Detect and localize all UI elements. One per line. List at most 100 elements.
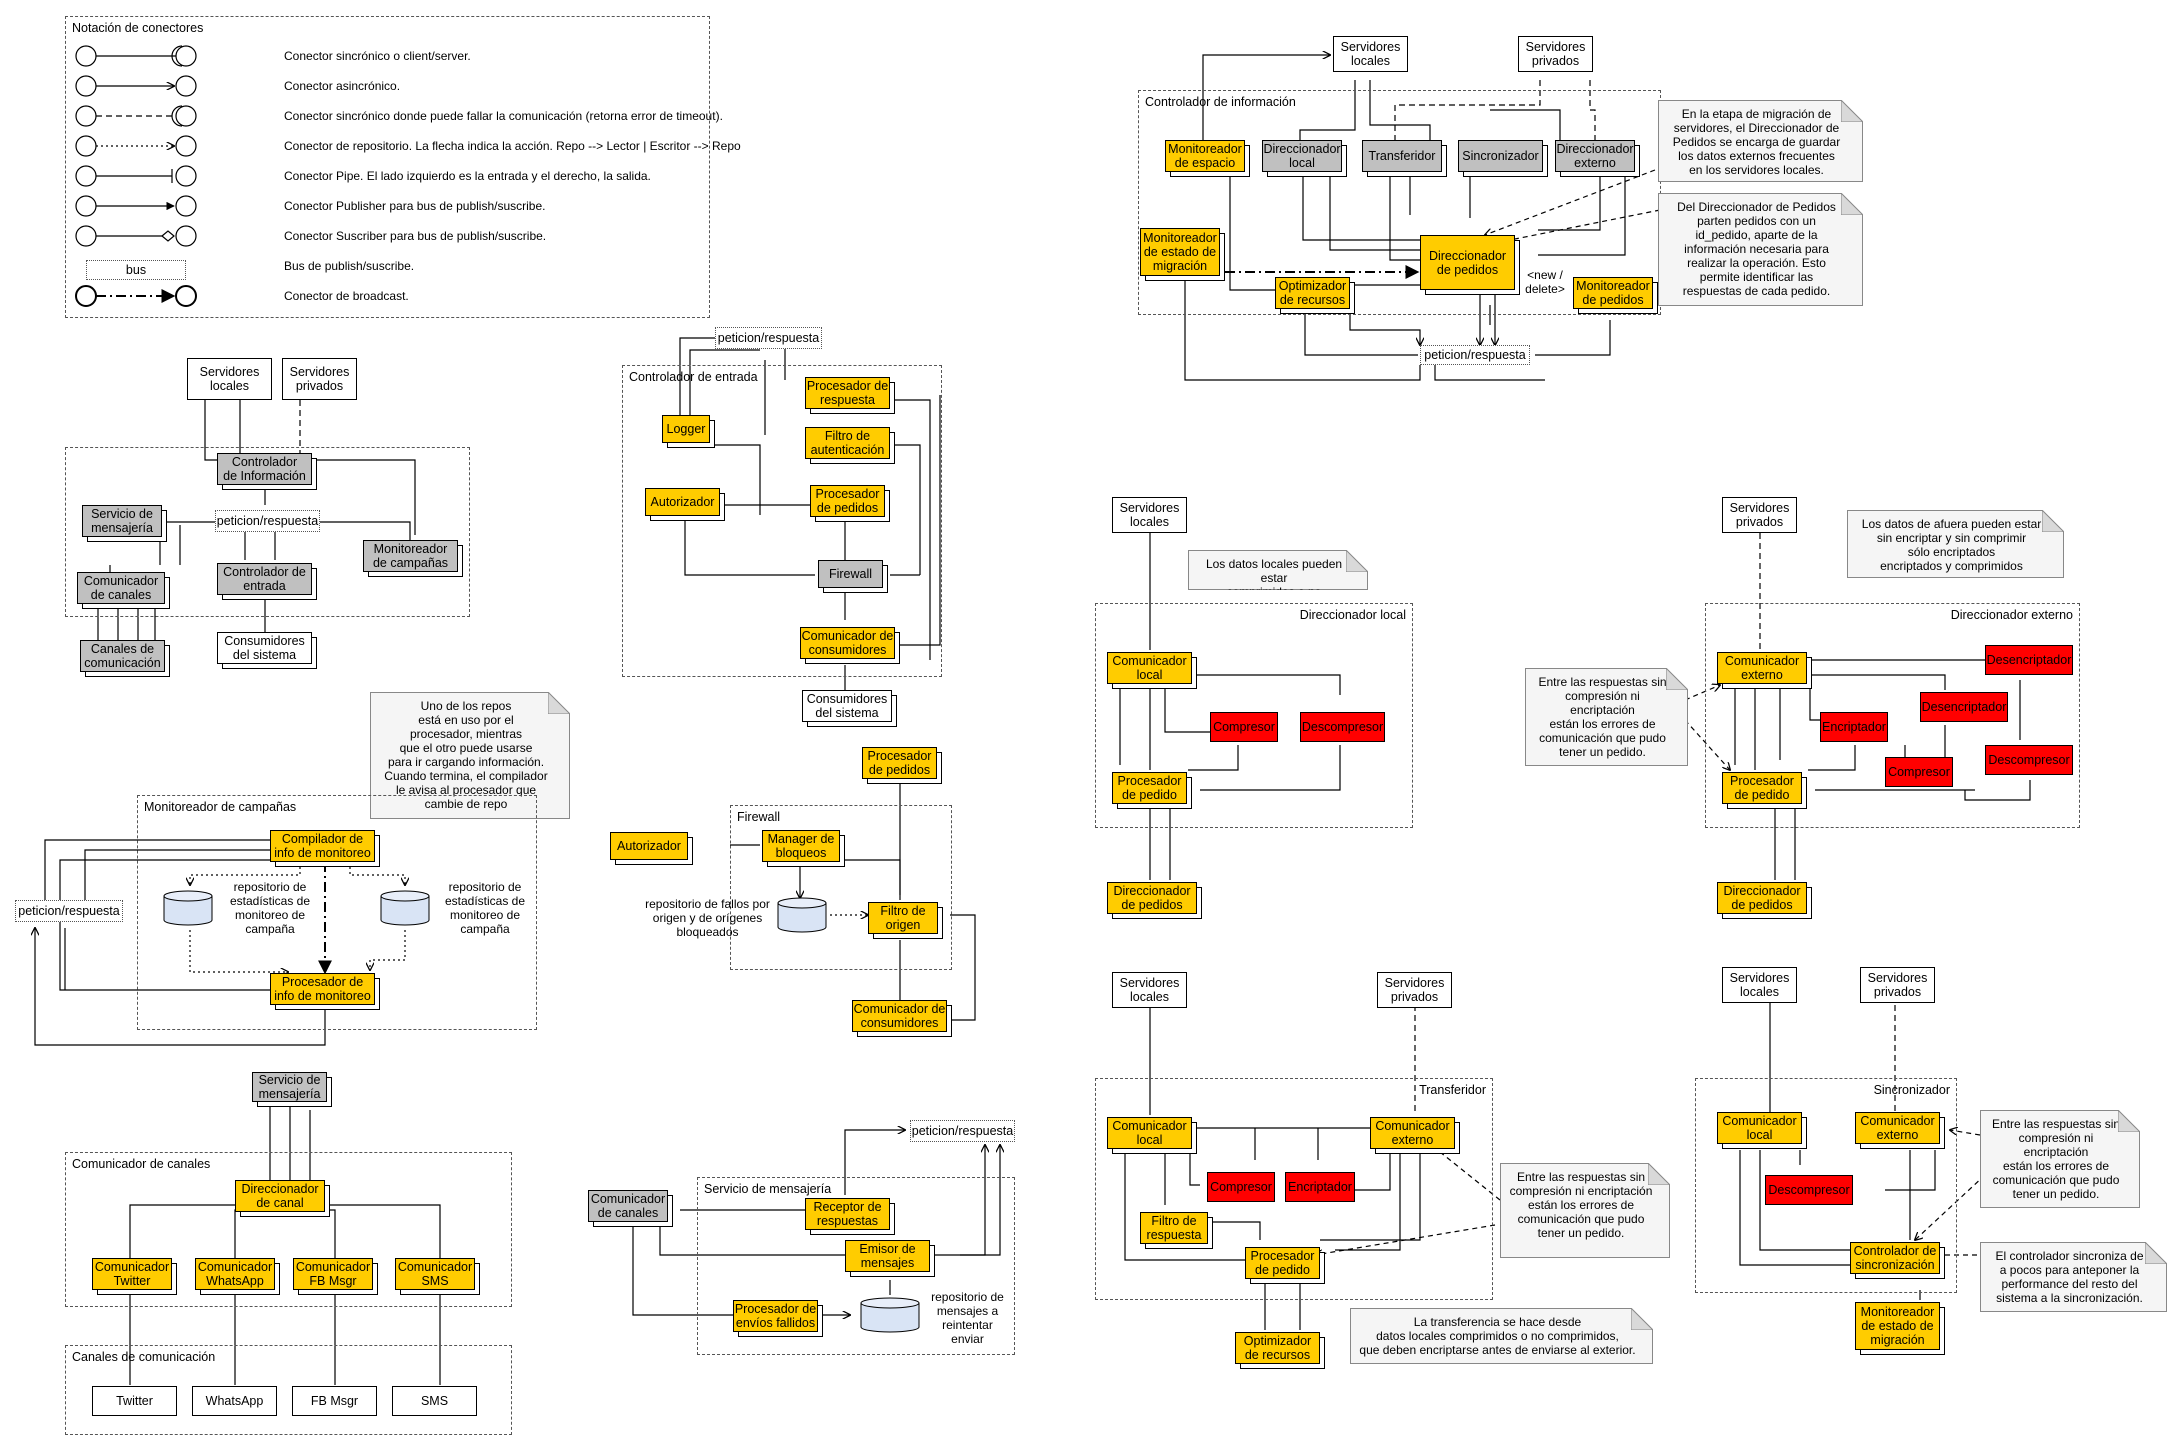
mensajeria-comunicador: Comunicador de canales xyxy=(588,1190,668,1222)
campanas-repo1-label: repositorio de estadísticas de monitoreo… xyxy=(229,880,311,936)
campanas-title: Monitoreador de campañas xyxy=(144,800,297,814)
info-title: Controlador de información xyxy=(1145,95,1296,109)
dirlocal-container: Direccionador local xyxy=(1095,603,1413,828)
overview-consumidores: Consumidores del sistema xyxy=(217,632,312,664)
overview-wires xyxy=(97,400,416,640)
canal-whatsapp: WhatsApp xyxy=(192,1386,277,1416)
info-monitoreador-pedidos: Monitoreador de pedidos xyxy=(1573,277,1653,309)
campanas-container: Monitoreador de campañas xyxy=(137,795,537,1030)
info-servidores-privados: Servidores privados xyxy=(1518,36,1593,72)
legend-item-publisher: Conector Publisher para bus de publish/s… xyxy=(72,197,712,217)
transferidor-compresor: Compresor xyxy=(1207,1172,1275,1202)
firewall-manager: Manager de bloqueos xyxy=(762,830,840,862)
overview-servicio-mensajeria: Servicio de mensajería xyxy=(82,505,162,537)
overview-monitoreador-campanas: Monitoreador de campañas xyxy=(363,540,458,572)
info-sincronizador: Sincronizador xyxy=(1458,140,1543,172)
canales-comunicador-twitter: Comunicador Twitter xyxy=(92,1258,172,1290)
overview-bus: peticion/respuesta xyxy=(215,510,320,532)
legend-text: Conector de broadcast. xyxy=(284,289,409,303)
dirlocal-wires xyxy=(1119,533,1341,880)
legend-item-async: Conector asincrónico. xyxy=(72,77,712,97)
direxterno-compresor: Compresor xyxy=(1885,757,1953,787)
legend-item-broadcast: Conector de broadcast. xyxy=(72,287,712,307)
sincronizador-wires xyxy=(1739,990,1936,1300)
entrada-firewall: Firewall xyxy=(818,560,883,588)
overview-comunicador-canales: Comunicador de canales xyxy=(77,572,165,604)
entrada-autorizador: Autorizador xyxy=(645,488,720,516)
info-bus: peticion/respuesta xyxy=(1420,345,1530,365)
transferidor-note-bottom: La transferencia se hace desde datos loc… xyxy=(1350,1308,1653,1364)
campanas-repo2-icon xyxy=(380,890,430,926)
firewall-repo-label: repositorio de fallos por origen y de or… xyxy=(645,897,770,939)
info-note-1: En la etapa de migración de servidores, … xyxy=(1658,100,1863,182)
info-monitoreador-migracion: Monitoreador de estado de migración xyxy=(1140,228,1220,276)
legend-text: Conector de repositorio. La flecha indic… xyxy=(284,139,741,153)
mensajeria-bus: peticion/respuesta xyxy=(910,1120,1015,1142)
direxterno-descompresor: Descompresor xyxy=(1985,745,2073,775)
entrada-container: Controlador de entrada xyxy=(622,365,942,677)
mensajeria-title: Servicio de mensajería xyxy=(704,1182,832,1196)
canales-comunicador-whatsapp: Comunicador WhatsApp xyxy=(195,1258,275,1290)
canales-direccionador: Direccionador de canal xyxy=(235,1180,325,1212)
direxterno-servidores: Servidores privados xyxy=(1722,497,1797,533)
entrada-logger: Logger xyxy=(662,415,710,443)
firewall-procesador-pedidos: Procesador de pedidos xyxy=(862,747,937,779)
info-note-2: Del Direccionador de Pedidos parten pedi… xyxy=(1658,193,1863,306)
legend-connectors xyxy=(75,45,197,307)
info-optimizador: Optimizador de recursos xyxy=(1275,277,1350,309)
overview-servidores-privados: Servidores privados xyxy=(282,358,357,400)
firewall-autorizador: Autorizador xyxy=(610,832,688,860)
canales-servicio: Servicio de mensajería xyxy=(252,1072,327,1102)
dirlocal-note: Los datos locales pueden estar comprimid… xyxy=(1188,550,1368,590)
dirlocal-servidores: Servidores locales xyxy=(1112,497,1187,533)
direxterno-direccionador-pedidos: Direccionador de pedidos xyxy=(1717,882,1807,914)
legend-item-repo: Conector de repositorio. La flecha indic… xyxy=(72,137,741,157)
info-transferidor: Transferidor xyxy=(1362,140,1442,172)
transferidor-container: Transferidor xyxy=(1095,1078,1493,1300)
transferidor-note-right: Entre las respuestas sin compresión ni e… xyxy=(1500,1163,1670,1258)
direxterno-desencriptador-2: Desencriptador xyxy=(1920,692,2008,722)
campanas-wires xyxy=(35,839,405,1046)
sincronizador-note-1: Entre las respuestas sin compresión ni e… xyxy=(1980,1110,2140,1208)
dirlocal-compresor: Compresor xyxy=(1210,712,1278,742)
transferidor-servidores-privados: Servidores privados xyxy=(1377,972,1452,1008)
campanas-bus: peticion/respuesta xyxy=(15,900,123,922)
legend-text: Conector Suscriber para bus de publish/s… xyxy=(284,229,547,243)
sincronizador-comunicador-local: Comunicador local xyxy=(1717,1112,1802,1144)
entrada-bus: peticion/respuesta xyxy=(715,327,822,349)
firewall-title: Firewall xyxy=(737,810,781,824)
legend-bus-sample: bus xyxy=(86,260,186,280)
sincronizador-servidores-privados: Servidores privados xyxy=(1860,967,1935,1003)
firewall-container: Firewall xyxy=(730,805,952,970)
entrada-filtro-autenticacion: Filtro de autenticación xyxy=(805,427,890,459)
direxterno-procesador: Procesador de pedido xyxy=(1722,772,1802,804)
mensajeria-emisor: Emisor de mensajes xyxy=(845,1240,930,1272)
info-wires xyxy=(1184,55,1626,381)
direxterno-title: Direccionador externo xyxy=(1950,608,2073,622)
campanas-repo1-icon xyxy=(163,890,213,926)
dirlocal-comunicador: Comunicador local xyxy=(1107,652,1192,684)
canales-comunicacion-container: Canales de comunicación xyxy=(65,1345,512,1435)
sincronizador-container: Sincronizador xyxy=(1695,1078,1957,1293)
firewall-filtro: Filtro de origen xyxy=(868,902,938,934)
sincronizador-servidores-locales: Servidores locales xyxy=(1722,967,1797,1003)
campanas-procesador: Procesador de info de monitoreo xyxy=(270,973,375,1005)
legend-title: Notación de conectores xyxy=(72,21,204,35)
direxterno-desencriptador-1: Desencriptador xyxy=(1985,645,2073,675)
direxterno-note-left: Entre las respuestas sin compresión ni e… xyxy=(1525,668,1688,766)
overview-controlador-informacion: Controlador de Información xyxy=(217,453,312,485)
sincronizador-monitoreador: Monitoreador de estado de migración xyxy=(1855,1302,1940,1350)
transferidor-comunicador-local: Comunicador local xyxy=(1107,1117,1192,1149)
dirlocal-procesador: Procesador de pedido xyxy=(1112,772,1187,804)
legend-panel: Notación de conectores xyxy=(65,16,710,318)
transferidor-optimizador: Optimizador de recursos xyxy=(1235,1332,1320,1364)
mensajeria-wires xyxy=(632,1130,1000,1315)
mensajeria-repo-label: repositorio de mensajes a reintentar env… xyxy=(931,1290,1004,1346)
legend-item-sync: Conector sincrónico o client/server. xyxy=(72,47,712,67)
legend-text: Conector Pipe. El lado izquierdo es la e… xyxy=(284,169,651,183)
sincronizador-note-2: El controlador sincroniza de a pocos par… xyxy=(1980,1242,2167,1312)
sincronizador-descompresor: Descompresor xyxy=(1765,1175,1853,1205)
legend-text: Conector Publisher para bus de publish/s… xyxy=(284,199,546,213)
canal-twitter: Twitter xyxy=(92,1386,177,1416)
